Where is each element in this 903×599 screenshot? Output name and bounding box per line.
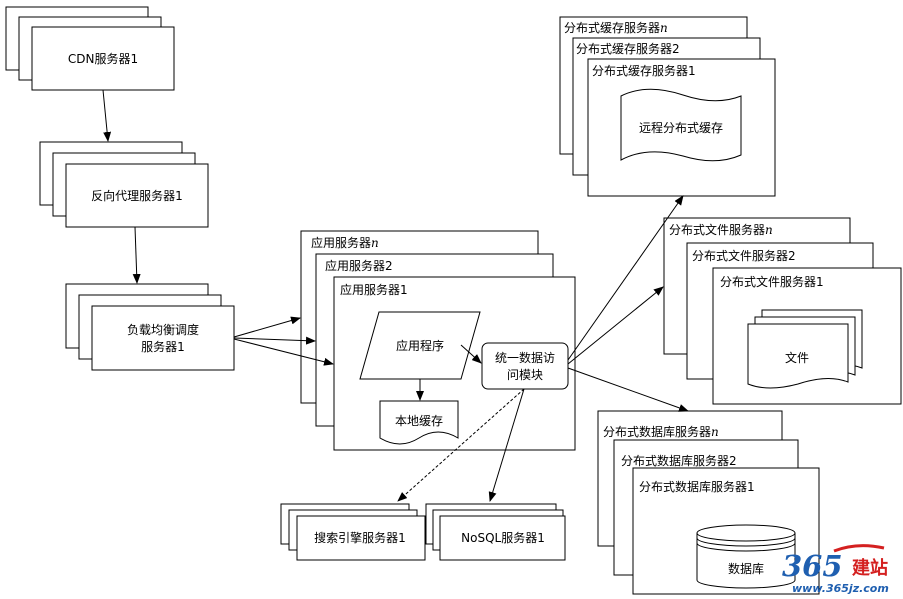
logo-url: www.365jz.com [792,582,889,595]
load-balancer-stack: 负载均衡调度 服务器1 [65,283,235,371]
arrow-cdn-to-proxy [102,89,112,142]
cache-server-2-label: 分布式缓存服务器2 [576,41,680,56]
arrow-access-to-db [567,367,689,412]
cdn-server-label: CDN服务器1 [68,51,138,66]
app-server-1-label: 应用服务器1 [340,282,408,297]
logo-swoosh [833,544,885,553]
cache-server-n-label: 分布式缓存服务器n [564,20,668,35]
file-doc-front [747,323,849,389]
arrow-access-to-nosql [488,388,525,502]
db-server-2-label: 分布式数据库服务器2 [621,453,737,468]
arrow-lb-to-app-2 [233,336,316,345]
app-server-n-label: 应用服务器n [311,235,379,250]
db-server-stack: 分布式数据库服务器n 分布式数据库服务器2 分布式数据库服务器1 数据库 [597,410,820,595]
app-program-label: 应用程序 [396,338,444,353]
file-server-1-label: 分布式文件服务器1 [720,274,824,289]
app-program-shape [359,311,481,380]
arrow-lb-to-app-1 [233,338,334,366]
arrow-access-to-file [567,286,664,365]
load-balancer-label-line1: 负载均衡调度 [127,322,199,337]
arrow-lb-to-app-n [233,316,301,338]
files-label: 文件 [785,350,809,365]
data-access-label-line2: 问模块 [507,368,543,382]
data-access-module-shape [481,342,569,390]
db-server-1-label: 分布式数据库服务器1 [639,479,755,494]
search-server-label: 搜索引擎服务器1 [314,530,406,545]
remote-cache-shape [620,88,742,162]
connectors [102,89,689,502]
nosql-server-label: NoSQL服务器1 [461,530,545,545]
database-cylinder-top [696,524,796,542]
data-access-label-line1: 统一数据访 [495,350,555,365]
database-cylinder-body [696,533,796,589]
watermark-logo: 365 建站 www.365jz.com [782,544,889,595]
arrow-access-to-search [397,388,525,502]
app-server-2-label: 应用服务器2 [325,258,393,273]
logo-text: 建站 [852,557,888,579]
file-server-stack: 分布式文件服务器n 分布式文件服务器2 分布式文件服务器1 文件 [663,217,902,405]
reverse-proxy-stack: 反向代理服务器1 [39,141,209,228]
cache-server-stack: 分布式缓存服务器n 分布式缓存服务器2 分布式缓存服务器1 远程分布式缓存 [559,16,776,197]
cache-server-1-label: 分布式缓存服务器1 [592,63,696,78]
local-cache-label: 本地缓存 [395,414,443,428]
nosql-server-stack: NoSQL服务器1 [425,503,566,561]
arrow-program-to-access [460,344,482,364]
reverse-proxy-label: 反向代理服务器1 [91,188,183,203]
logo-digits: 365 [782,549,843,583]
local-cache-shape [379,400,459,445]
arrow-proxy-to-lb [132,226,141,284]
app-server-stack: 应用服务器n 应用服务器2 应用服务器1 应用程序 本地缓存 统一数据访 问模块 [300,230,576,451]
search-server-stack: 搜索引擎服务器1 [280,503,426,561]
file-server-2-label: 分布式文件服务器2 [692,248,796,263]
file-server-n-label: 分布式文件服务器n [669,222,773,237]
load-balancer-label-line2: 服务器1 [141,339,185,354]
database-label: 数据库 [728,561,764,576]
cdn-server-stack: CDN服务器1 [5,6,175,91]
db-server-n-label: 分布式数据库服务器n [603,424,719,439]
arrow-access-to-cache [567,195,684,361]
remote-cache-label: 远程分布式缓存 [639,120,723,135]
